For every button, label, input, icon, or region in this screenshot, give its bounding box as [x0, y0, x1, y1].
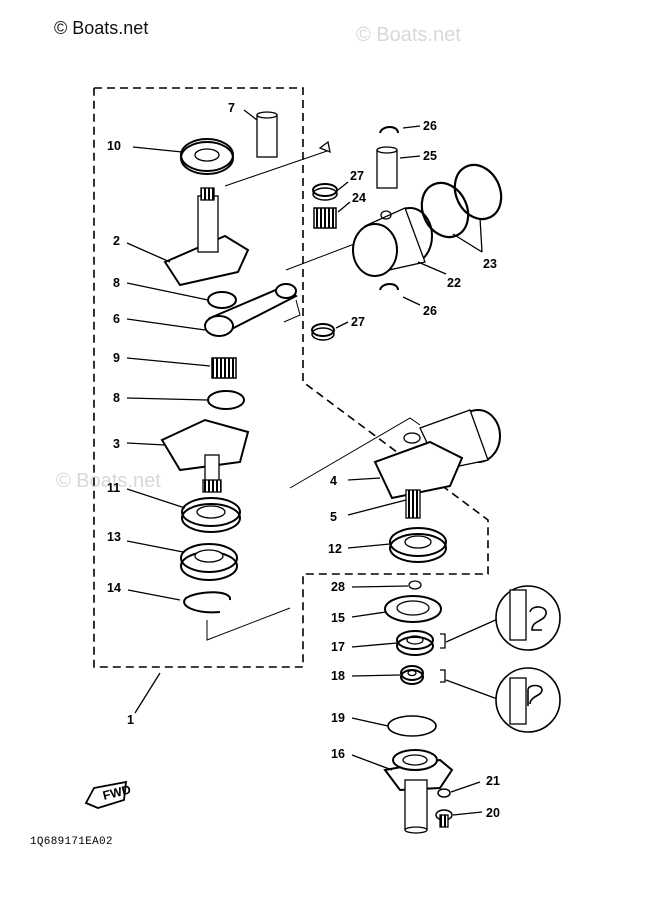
callout-24: 24	[352, 191, 366, 205]
cage-8b	[126, 390, 245, 410]
clip-26b	[379, 283, 421, 306]
washer-27a	[312, 181, 349, 201]
callout-28: 28	[331, 580, 345, 594]
rings-23	[420, 163, 503, 253]
callout-8a: 8	[113, 276, 120, 290]
piston-22	[352, 207, 447, 277]
callout-18: 18	[331, 669, 345, 683]
conrod-6	[126, 237, 371, 337]
callout-16: 16	[331, 747, 345, 761]
callout-8b: 8	[113, 391, 120, 405]
bearing-12	[347, 527, 447, 563]
callout-26b: 26	[423, 304, 437, 318]
bearing-11	[126, 488, 241, 533]
bearing-10	[132, 138, 234, 175]
callout-22: 22	[447, 276, 461, 290]
bearing-24	[313, 201, 351, 229]
callout-17: 17	[331, 640, 345, 654]
crank-3	[126, 418, 250, 493]
bearing-9	[126, 357, 237, 379]
seal-17	[351, 617, 501, 656]
callout-19: 19	[331, 711, 345, 725]
oring-19	[351, 715, 437, 737]
pin-7	[243, 109, 278, 158]
pin-25	[376, 146, 421, 189]
callout-14: 14	[107, 581, 121, 595]
housing-16	[351, 749, 454, 834]
cage-8a	[126, 282, 237, 309]
detail-circle-upper	[495, 585, 561, 651]
watermark-faint-left: © Boats.net	[56, 470, 161, 492]
seal-13	[126, 540, 238, 581]
assembly-outline	[93, 87, 489, 668]
callout-5: 5	[330, 510, 337, 524]
callout-26a: 26	[423, 119, 437, 133]
crank-assembly-4-5	[289, 409, 501, 519]
callout-25: 25	[423, 149, 437, 163]
fwd-arrow-icon	[84, 780, 128, 809]
callout-20: 20	[486, 806, 500, 820]
watermark-faint-top: © Boats.net	[356, 24, 461, 46]
circlip-14	[127, 589, 291, 641]
detail-circle-lower	[495, 667, 561, 733]
callout-11: 11	[107, 481, 120, 495]
callout-9: 9	[113, 351, 120, 365]
seal-18	[351, 665, 501, 701]
crank-2	[126, 140, 331, 287]
callout-13: 13	[107, 530, 121, 544]
callout-labels: 7 10 2 8 6 9 8 3 11 13 14 1 26 25 27 24 …	[107, 101, 500, 820]
callout-23: 23	[483, 257, 497, 271]
callout-7: 7	[228, 101, 235, 115]
callout-27b: 27	[351, 315, 365, 329]
callout-12: 12	[328, 542, 342, 556]
callout-3: 3	[113, 437, 120, 451]
drawing-code: 1Q689171EA02	[30, 836, 113, 848]
callout-10: 10	[107, 139, 121, 153]
leader-1	[134, 672, 161, 714]
washer-15	[351, 595, 442, 623]
callout-27a: 27	[350, 169, 364, 183]
callout-4: 4	[330, 474, 337, 488]
callout-2: 2	[113, 234, 120, 248]
callout-15: 15	[331, 611, 345, 625]
callout-21: 21	[486, 774, 500, 788]
screw-20	[435, 809, 483, 828]
oring-28	[351, 580, 422, 590]
callout-1: 1	[127, 713, 134, 727]
watermark-main: © Boats.net	[54, 18, 149, 38]
fwd-label: FWD	[101, 782, 132, 802]
callout-6: 6	[113, 312, 120, 326]
washer-21	[437, 781, 481, 798]
washer-27b	[311, 321, 349, 341]
clip-26a	[379, 125, 421, 134]
